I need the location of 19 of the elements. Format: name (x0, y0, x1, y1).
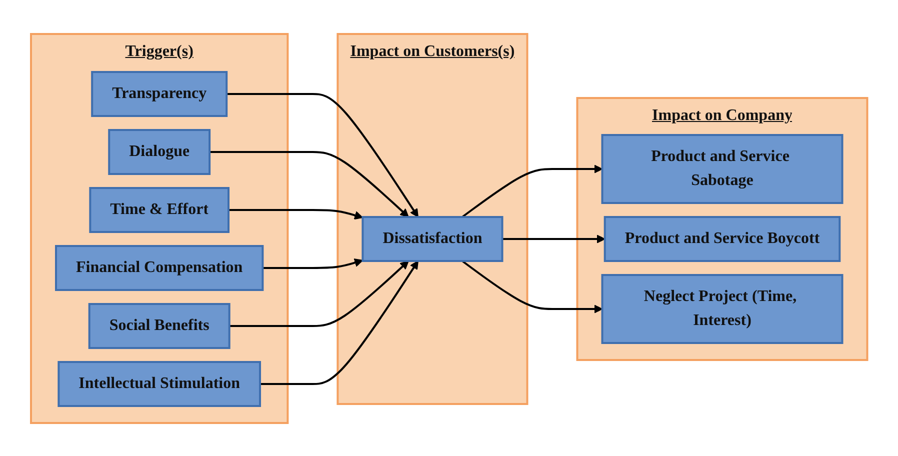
node-box: Transparency (90, 70, 228, 116)
arrow (209, 150, 409, 217)
arrow (260, 260, 418, 384)
node-box: Product and Service Sabotage (601, 134, 844, 204)
arrow (502, 234, 606, 243)
arrow (262, 258, 363, 268)
node-box: Product and Service Boycott (604, 216, 841, 262)
arrow (462, 164, 603, 218)
node-box: Neglect Project (Time, Interest) (601, 274, 844, 344)
node-box: Intellectual Stimulation (58, 360, 261, 406)
arrow (462, 260, 603, 313)
node-box: Time & Effort (89, 186, 230, 232)
node-box: Dissatisfaction (362, 216, 504, 262)
arrow (228, 208, 363, 220)
node-box: Social Benefits (88, 302, 230, 348)
arrow (226, 92, 418, 217)
node-box: Financial Compensation (54, 244, 264, 290)
arrow (229, 260, 409, 326)
node-box: Dialogue (108, 128, 210, 174)
